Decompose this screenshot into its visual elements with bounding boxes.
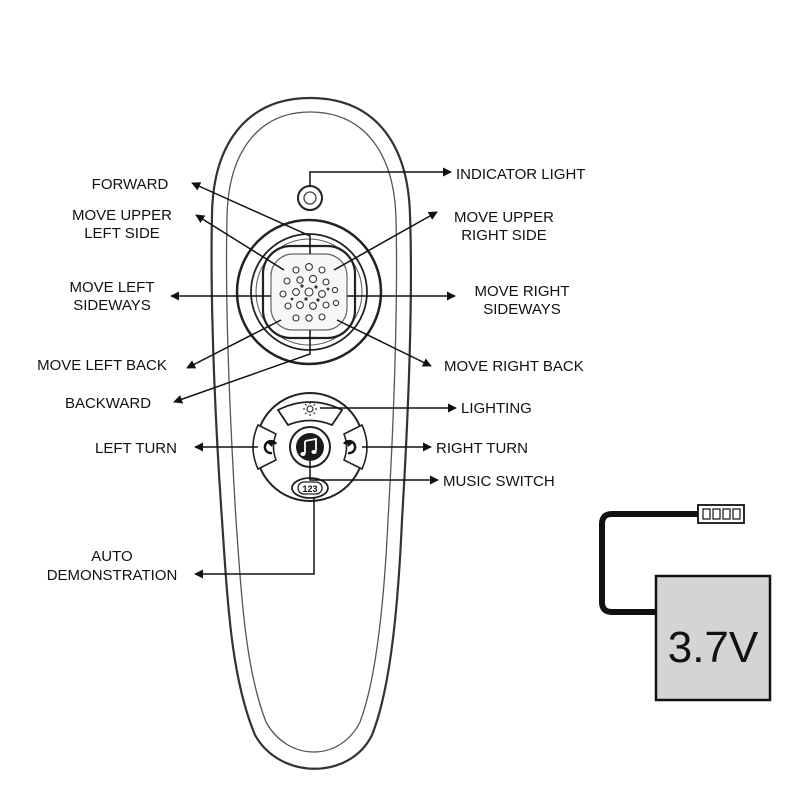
label-indicator-light: INDICATOR LIGHT bbox=[456, 166, 585, 183]
remote-body bbox=[210, 96, 412, 770]
label-move-upper-right-1: MOVE UPPER bbox=[454, 209, 554, 226]
label-auto-demo-1: AUTO bbox=[91, 548, 132, 565]
rotate-right-icon bbox=[342, 439, 357, 455]
label-move-right-sideways-1: MOVE RIGHT bbox=[474, 283, 569, 300]
auto-demo-button-text: 123 bbox=[302, 484, 317, 494]
joystick-texture bbox=[279, 263, 340, 322]
label-music-switch: MUSIC SWITCH bbox=[443, 473, 555, 490]
label-move-upper-left-2: LEFT SIDE bbox=[84, 225, 160, 242]
pointer-lines bbox=[170, 167, 457, 579]
label-move-left-back: MOVE LEFT BACK bbox=[37, 357, 167, 374]
label-right-turn: RIGHT TURN bbox=[436, 440, 528, 457]
auto-demo-button[interactable]: 123 bbox=[291, 477, 329, 499]
label-auto-demo-2: DEMONSTRATION bbox=[47, 567, 178, 584]
label-move-left-sideways-1: MOVE LEFT bbox=[69, 279, 154, 296]
backward-pointer bbox=[173, 330, 311, 404]
move-upper-right-pointer bbox=[333, 211, 438, 271]
battery: 3.7V bbox=[599, 504, 772, 702]
label-forward: FORWARD bbox=[92, 176, 169, 193]
auto-demo-pointer bbox=[194, 498, 315, 579]
battery-box bbox=[654, 574, 772, 702]
music-note-icon bbox=[300, 437, 317, 456]
battery-cable bbox=[599, 511, 698, 615]
indicator-light bbox=[297, 185, 323, 211]
move-left-back-pointer bbox=[186, 319, 282, 369]
label-move-upper-left-1: MOVE UPPER bbox=[72, 207, 172, 224]
plug-connector-icon bbox=[697, 504, 745, 524]
music-switch-button[interactable] bbox=[296, 433, 324, 461]
joystick[interactable] bbox=[235, 218, 383, 366]
label-lighting: LIGHTING bbox=[461, 400, 532, 417]
battery-voltage: 3.7V bbox=[668, 623, 759, 672]
label-move-right-back: MOVE RIGHT BACK bbox=[444, 358, 584, 375]
move-right-back-pointer bbox=[336, 319, 432, 367]
label-move-left-sideways-2: SIDEWAYS bbox=[73, 297, 151, 314]
indicator-light-pointer bbox=[309, 167, 452, 186]
forward-pointer bbox=[191, 182, 311, 254]
labels: INDICATOR LIGHT FORWARD MOVE UPPER LEFT … bbox=[37, 166, 585, 584]
label-move-right-sideways-2: SIDEWAYS bbox=[483, 301, 561, 318]
music-switch-pointer bbox=[309, 461, 439, 485]
label-left-turn: LEFT TURN bbox=[95, 440, 177, 457]
rotate-left-icon bbox=[263, 439, 278, 455]
sun-icon bbox=[303, 402, 317, 416]
label-backward: BACKWARD bbox=[65, 395, 151, 412]
label-move-upper-right-2: RIGHT SIDE bbox=[461, 227, 547, 244]
move-upper-left-pointer bbox=[195, 214, 285, 271]
